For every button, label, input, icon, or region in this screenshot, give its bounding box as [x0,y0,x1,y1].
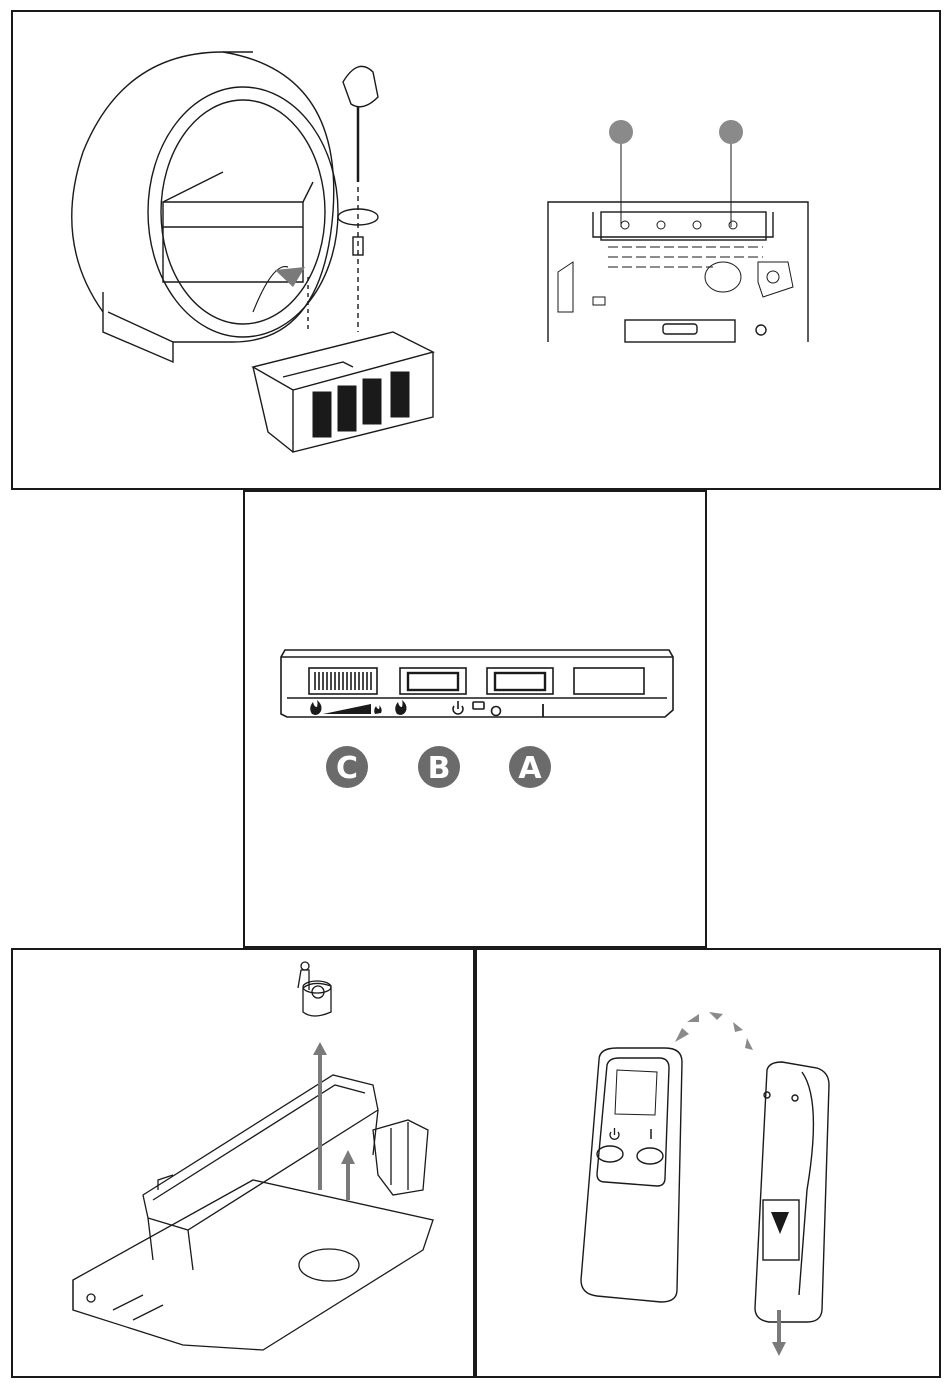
pump [298,962,331,1016]
svg-text:B: B [428,751,451,786]
svg-text:C: C [336,751,358,786]
power-icon [453,701,463,714]
water-tank [143,1075,378,1270]
power-icon [610,1128,619,1139]
installation-diagram [13,12,939,488]
label-b: B [418,746,460,788]
flame-icon-small [374,705,381,714]
label-a: A [509,746,551,788]
heater-insert [253,332,433,452]
flame-icon [310,700,321,715]
remote-on-button[interactable] [637,1148,663,1164]
blank-slot [574,668,644,694]
callout-marker-1 [609,120,633,144]
flip-arrows [675,1012,753,1050]
svg-text:A: A [518,751,542,786]
installation-panel [11,10,941,490]
remote-off-button[interactable] [597,1146,623,1162]
remote-panel [475,948,941,1378]
tank-panel [11,948,475,1378]
insert-arrow [275,267,305,287]
flame-level-wedge [323,704,371,714]
remote-back [755,1062,829,1322]
off-icon [492,707,501,716]
base-plate [73,1180,433,1350]
callout-marker-2 [719,120,743,144]
control-panel-diagram: C B A [245,492,705,946]
detail-view [548,202,808,342]
remote-front [581,1048,682,1302]
flame-icon-switch [395,700,406,715]
tank-diagram [13,950,473,1376]
label-c: C [326,746,368,788]
control-panel-section: C B A [243,490,707,948]
hand-screwdriver [338,66,378,332]
remote-diagram [477,950,939,1376]
ring-housing [72,52,338,362]
usb-icon [473,702,484,709]
